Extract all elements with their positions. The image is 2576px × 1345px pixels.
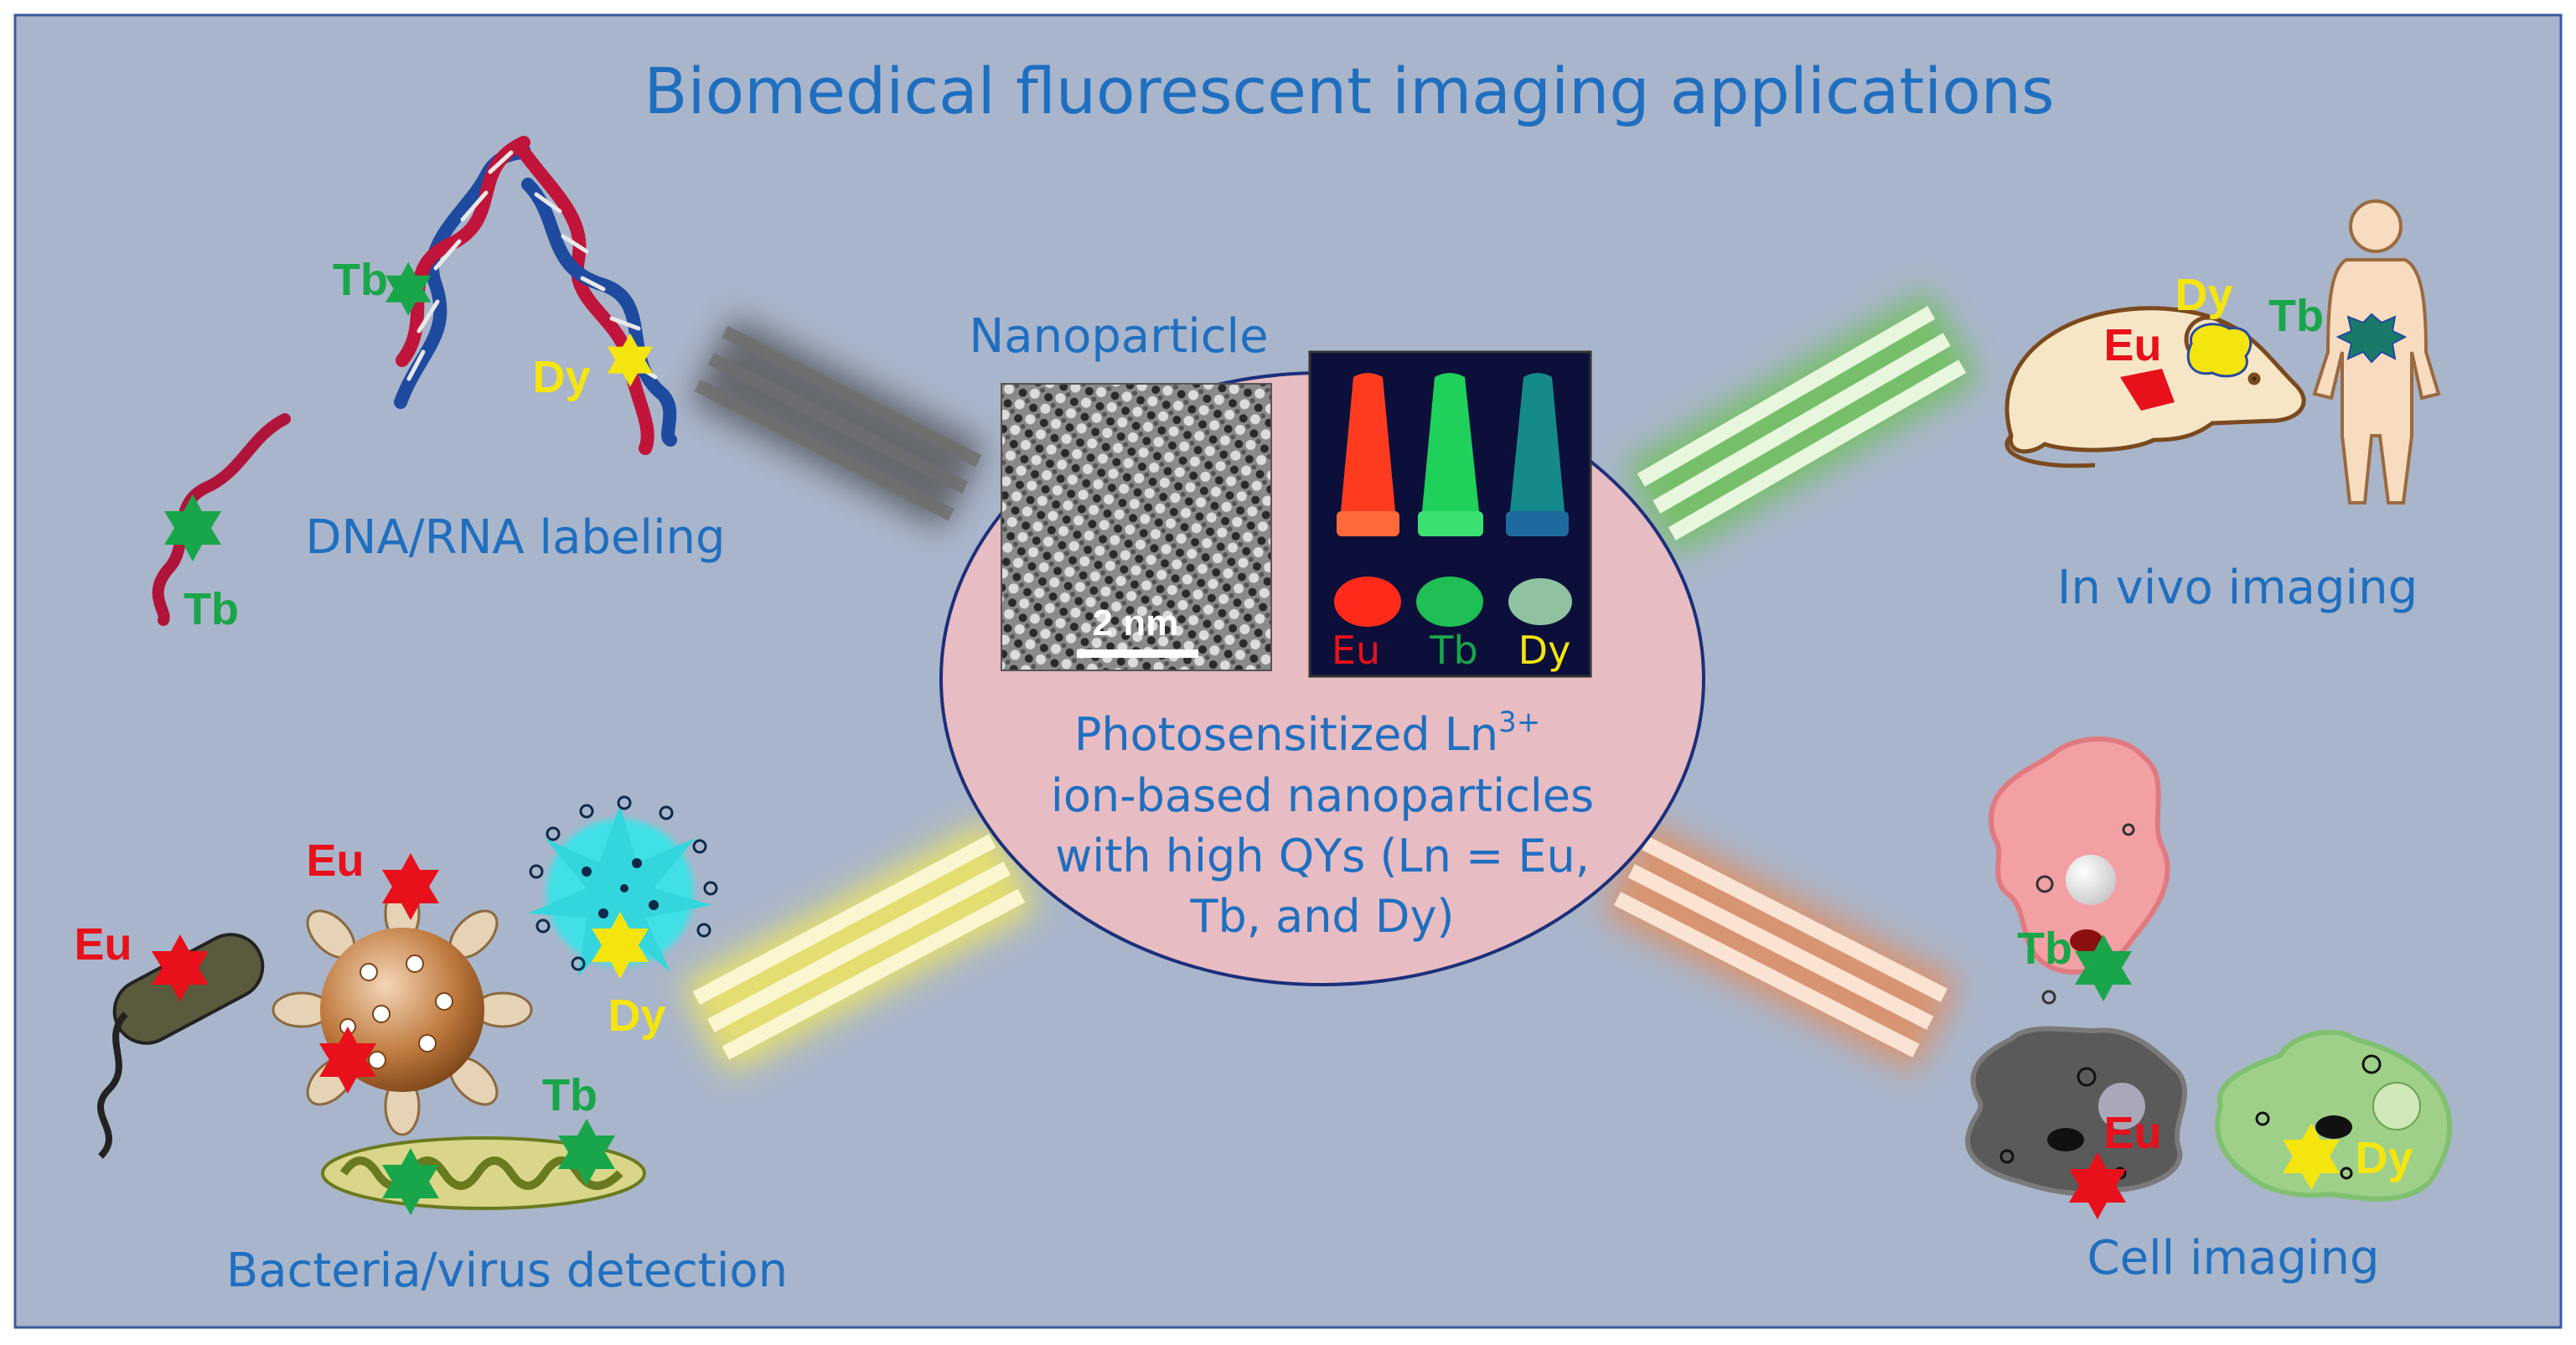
bacteria-marker-eu-2: Eu [306, 835, 364, 886]
cell-eu-star [2069, 1152, 2126, 1219]
dna-marker-dy: Dy [532, 352, 590, 402]
cell-dy-star [2283, 1123, 2340, 1190]
beam-bacteria [683, 822, 1035, 1072]
cell-tb-star [2075, 934, 2132, 1001]
cell-grey [1965, 1026, 2188, 1197]
spiky-particle [528, 795, 718, 976]
description-superscript: 3+ [1498, 706, 1540, 739]
powder-dy [1508, 578, 1572, 625]
dna-panel: Tb Dy Tb DNA/RNA labeling [152, 136, 726, 634]
invivo-marker-tb: Tb [2268, 291, 2324, 341]
mouse-dy-spot [2186, 323, 2253, 378]
dy-star-marker-2 [592, 912, 649, 979]
powder-eu [1334, 577, 1401, 627]
svg-text:Photosensitized Ln3+: Photosensitized Ln3+ [1074, 706, 1540, 761]
eu-star-marker-2 [382, 853, 439, 920]
invivo-marker-dy: Dy [2175, 270, 2232, 320]
description-line-1: Photosensitized Ln [1074, 708, 1498, 761]
bacteria-panel: Eu Eu Dy Tb Bacteria/virus detection [74, 795, 788, 1298]
scale-bar [1077, 649, 1198, 658]
cell-marker-dy: Dy [2355, 1133, 2413, 1183]
bacteria-caption: Bacteria/virus detection [226, 1244, 788, 1298]
bacteria-marker-dy: Dy [608, 991, 665, 1041]
dna-marker-tb: Tb [333, 255, 388, 305]
invivo-marker-eu: Eu [2103, 320, 2161, 370]
dna-helix [394, 136, 677, 455]
description-line-3: with high QYs (Ln = Eu, [1055, 830, 1590, 882]
tb-star-marker [385, 261, 432, 316]
eu-star-marker-3 [319, 1027, 376, 1094]
nanoparticle-label: Nanoparticle [969, 309, 1268, 364]
tb-star-marker-4 [558, 1119, 615, 1186]
description-line-4: Tb, and Dy) [1190, 890, 1455, 943]
cell-pink [1989, 736, 2170, 1005]
scale-bar-label: 2 nm [1093, 603, 1179, 644]
cell-green [2215, 1029, 2452, 1202]
cell-marker-eu: Eu [2103, 1108, 2161, 1158]
tb-star-marker-3 [382, 1148, 439, 1215]
tube-label-dy: Dy [1518, 628, 1571, 673]
tube-label-tb: Tb [1429, 628, 1477, 673]
invivo-caption: In vivo imaging [2057, 561, 2418, 615]
tube-label-eu: Eu [1332, 628, 1380, 673]
bacteria-marker-tb: Tb [542, 1070, 597, 1120]
bacteria-marker-eu: Eu [74, 919, 132, 970]
beam-cell [1604, 825, 1958, 1069]
dna-caption: DNA/RNA labeling [305, 510, 725, 565]
powder-tb [1416, 577, 1483, 627]
description-line-2: ion-based nanoparticles [1051, 769, 1594, 822]
center-description: Photosensitized Ln3+ ion-based nanoparti… [1051, 706, 1594, 943]
tb-star-marker-2 [164, 494, 221, 561]
dy-star-marker [607, 333, 654, 387]
dna-marker-tb-2: Tb [184, 584, 239, 634]
cell-caption: Cell imaging [2087, 1231, 2379, 1286]
tem-image: 2 nm [1001, 383, 1272, 671]
invivo-panel: Eu Dy Tb In vivo imaging [2004, 199, 2441, 615]
cell-marker-tb: Tb [2017, 923, 2072, 974]
bacterium-flagellum [97, 1011, 129, 1159]
beam-dna [693, 318, 983, 528]
eu-star-marker [152, 934, 209, 1001]
beam-invivo [1627, 294, 1976, 552]
cell-panel: Tb Eu Dy Cell imaging [1965, 736, 2452, 1286]
mouse-eu-spot [2120, 369, 2175, 411]
title: Biomedical fluorescent imaging applicati… [644, 54, 2054, 128]
human-tb-spot [2335, 313, 2408, 364]
tubes-photo: Eu Tb Dy [1308, 350, 1592, 678]
human-figure [2312, 199, 2441, 504]
virus [272, 883, 533, 1136]
